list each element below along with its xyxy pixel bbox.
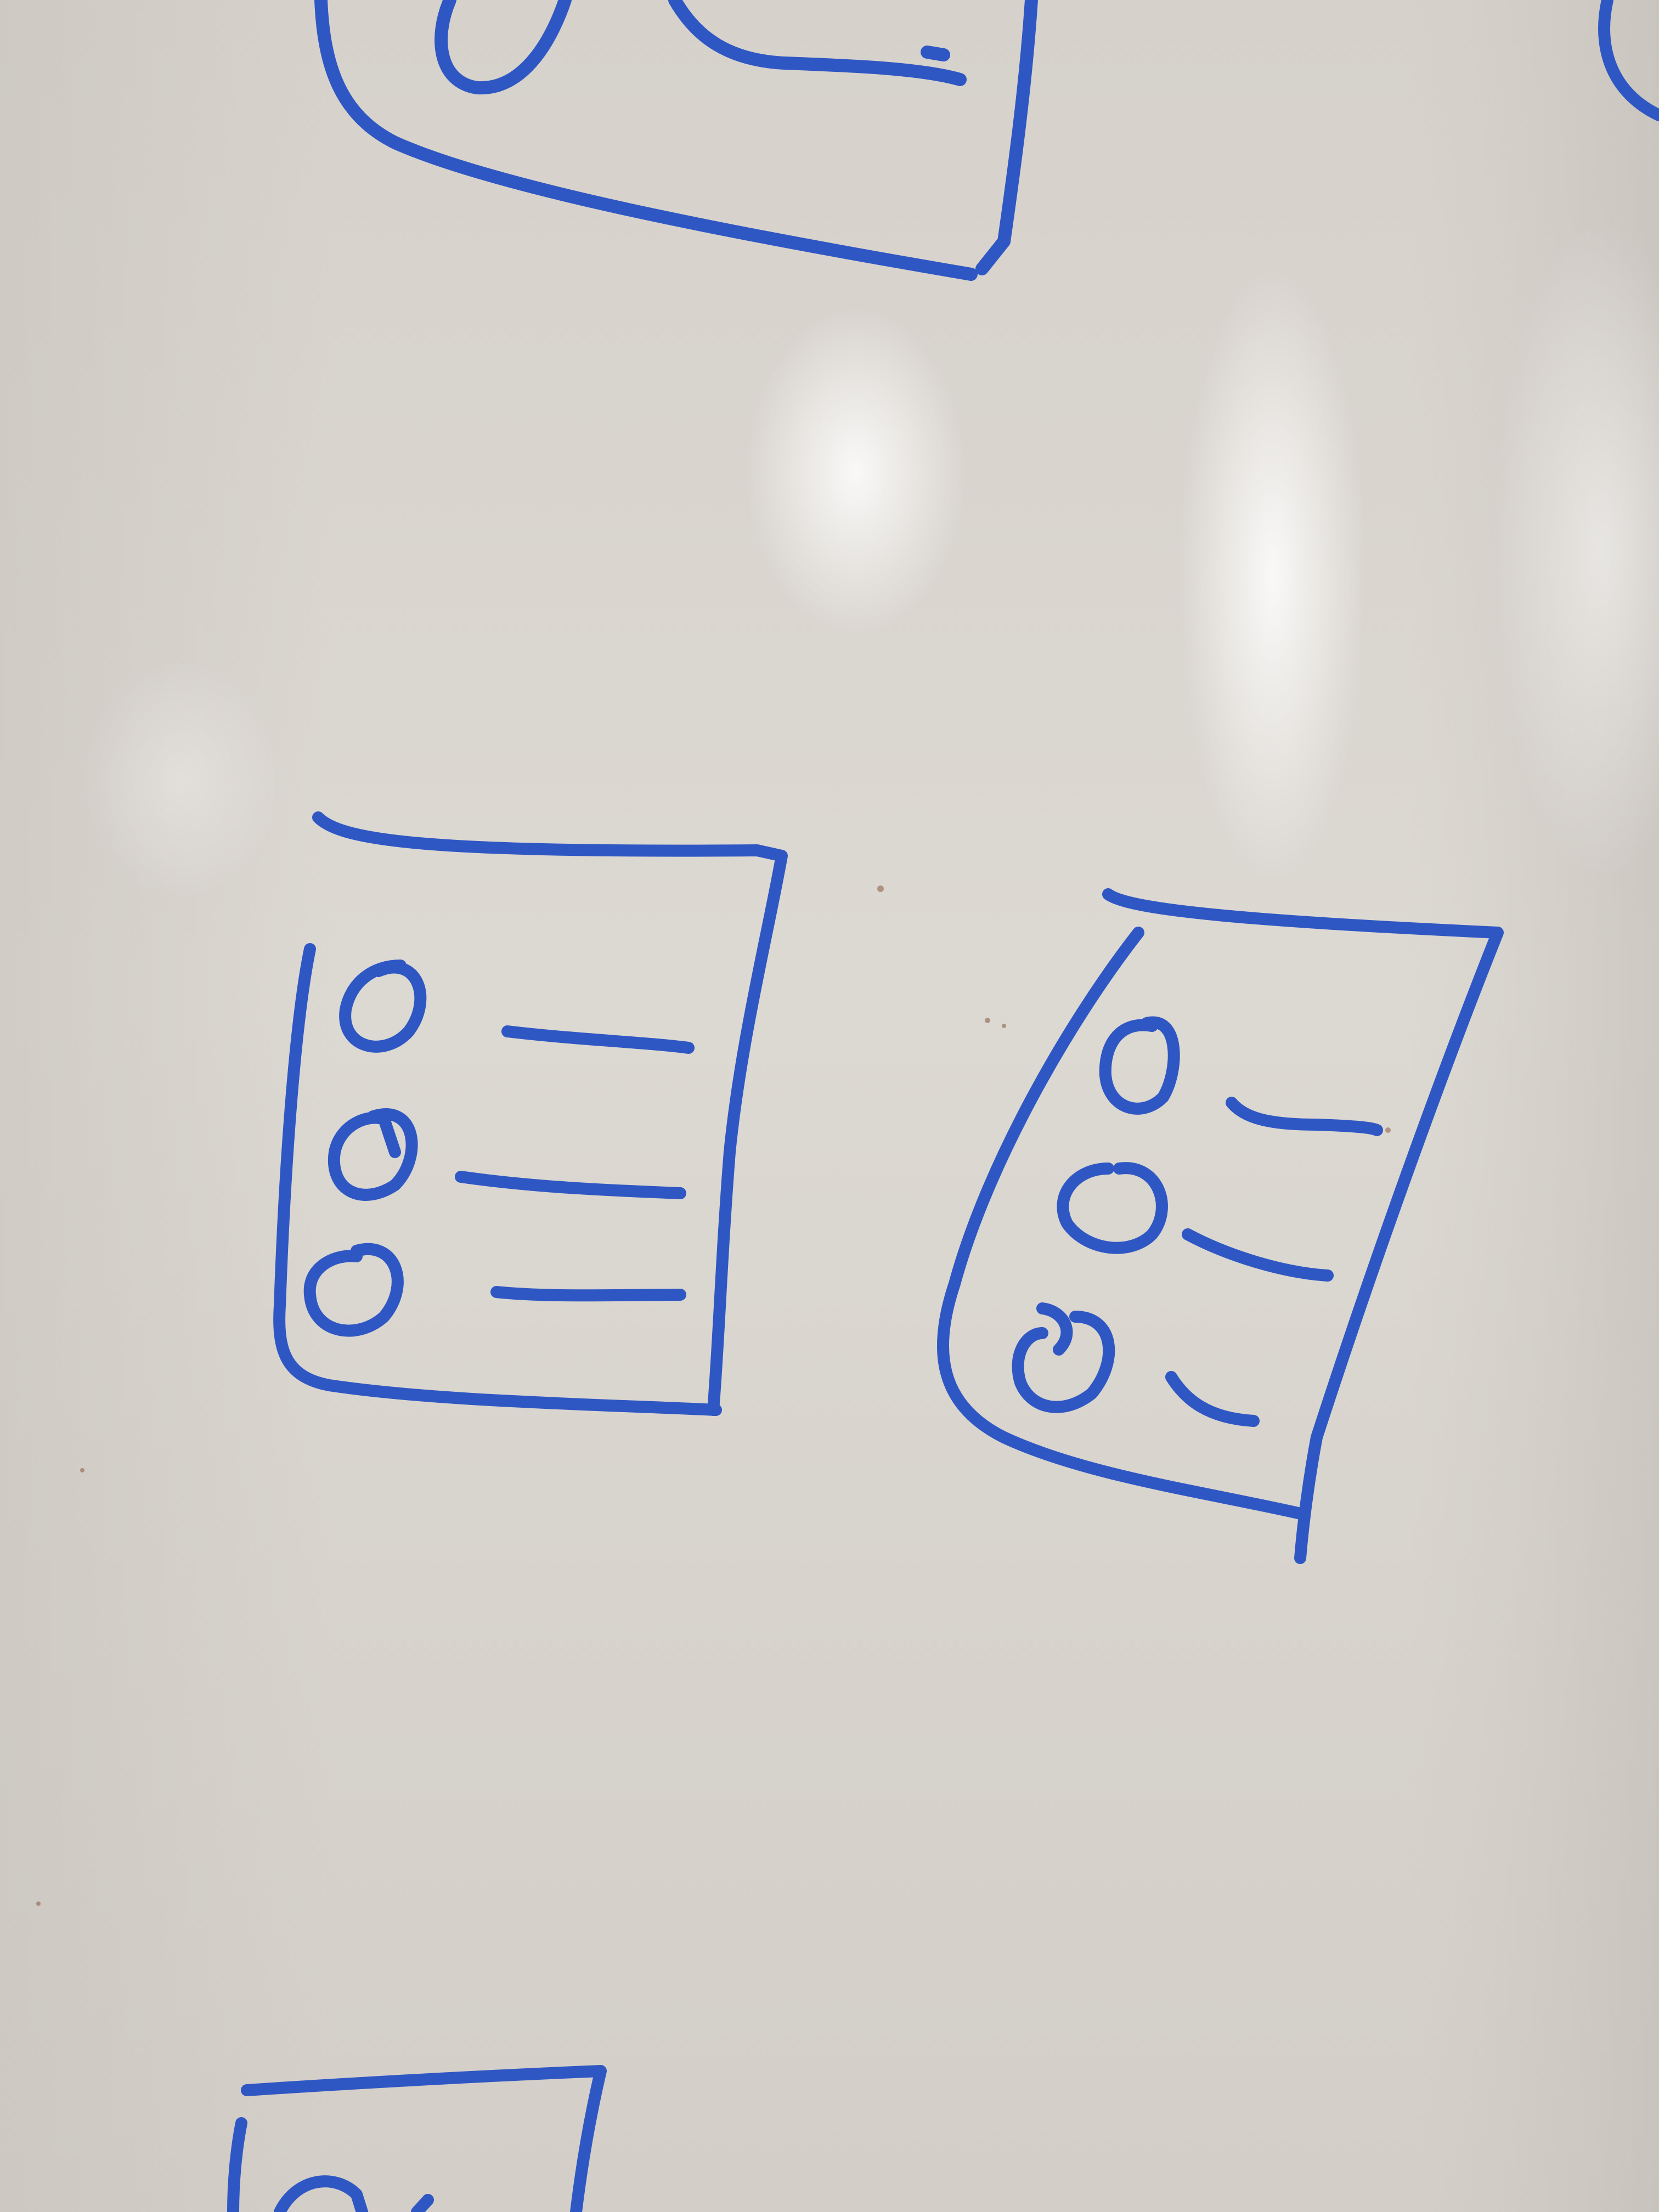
card-outline <box>312 811 788 1416</box>
radio-circle-icon <box>303 1243 404 1337</box>
card-outline <box>936 927 1309 1520</box>
line-placeholder-icon <box>1182 1228 1334 1282</box>
radio-circle-icon <box>1099 1016 1180 1115</box>
radio-circle-icon <box>328 1108 418 1201</box>
sketch-top-partial <box>314 0 1038 281</box>
line-placeholder-icon <box>455 1171 686 1199</box>
board-specks <box>36 885 1391 1906</box>
sketch-right-edge-partial <box>1598 0 1659 121</box>
card-outline <box>273 943 722 1416</box>
line-placeholder-icon <box>1226 1097 1383 1136</box>
light-glare <box>82 219 1659 900</box>
partial-radio-circle-icon <box>435 0 572 95</box>
radio-circle-icon <box>1057 1162 1168 1254</box>
line-placeholder-icon <box>501 1025 695 1054</box>
list-card-right <box>936 888 1504 1564</box>
line-placeholder-icon <box>1165 1371 1260 1427</box>
marker-sketches <box>227 0 1659 2212</box>
card-outline <box>1102 888 1504 1564</box>
partial-radio-circle-icon <box>274 2175 368 2212</box>
partial-line-icon <box>668 0 967 86</box>
line-placeholder-icon <box>490 1286 686 1302</box>
sketch-bottom-partial <box>227 2065 607 2212</box>
radio-circle-icon <box>339 960 427 1053</box>
list-card-left <box>273 811 788 1416</box>
radio-circle-icon <box>1012 1302 1115 1413</box>
